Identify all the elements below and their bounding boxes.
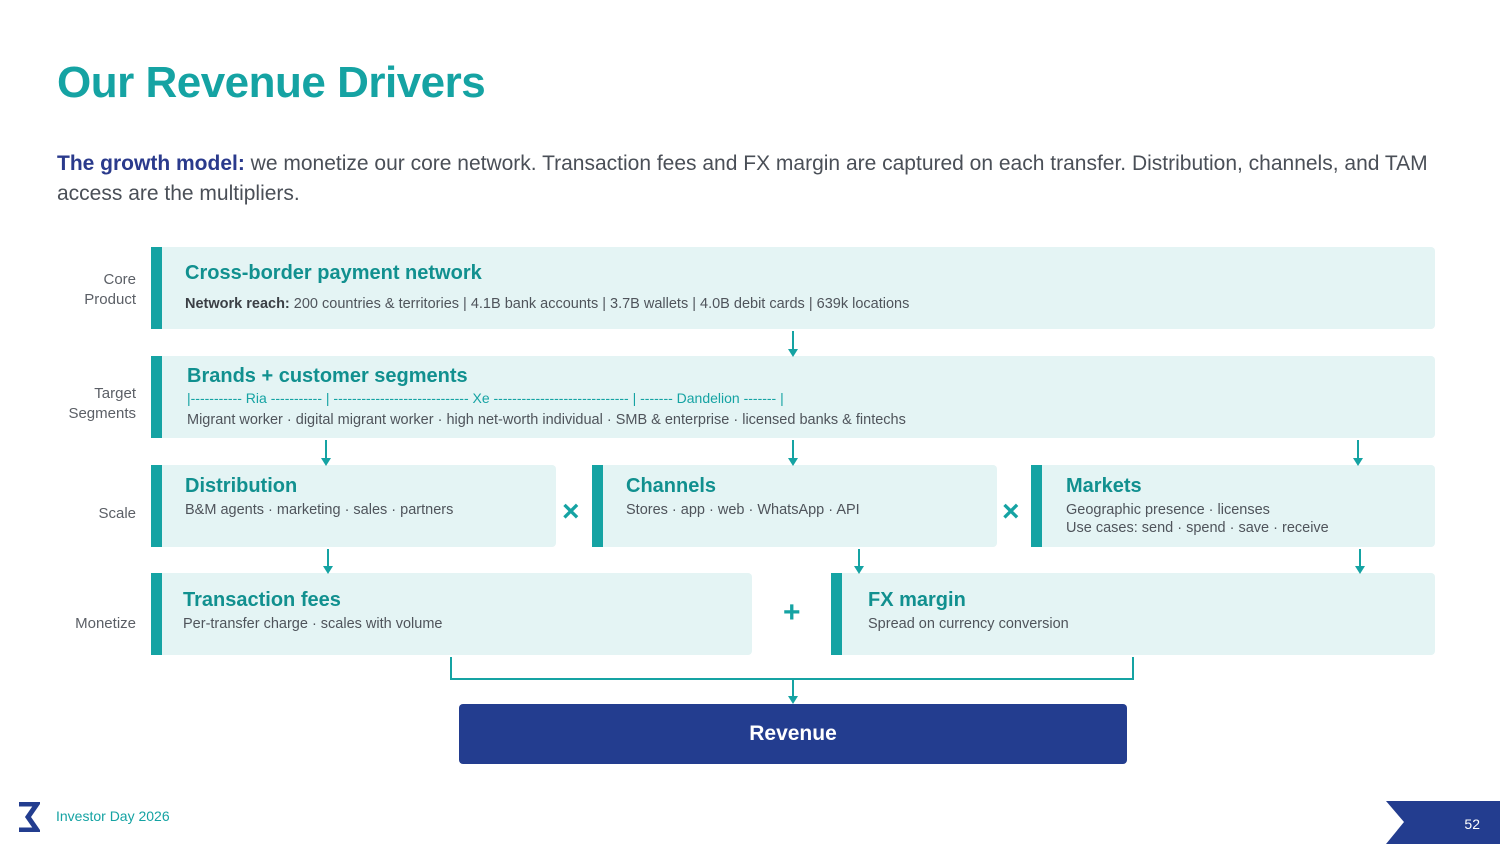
segments-line: Migrant worker · digital migrant worker … <box>187 412 906 428</box>
distribution-title: Distribution <box>185 475 298 497</box>
fees-text: Per-transfer charge · scales with volume <box>183 616 443 632</box>
channels-title: Channels <box>626 475 717 497</box>
distribution-accent-bar <box>151 465 162 547</box>
distribution-text: B&M agents · marketing · sales · partner… <box>185 502 454 518</box>
fx-accent-bar <box>831 573 842 655</box>
markets-text-2: Use cases: send · spend · save · receive <box>1066 520 1329 536</box>
subtitle-text: we monetize our core network. Transactio… <box>57 152 1428 205</box>
segments-accent-bar <box>151 356 162 438</box>
core-product-box <box>151 247 1435 329</box>
markets-box <box>1031 465 1435 547</box>
channels-text: Stores · app · web · WhatsApp · API <box>626 502 860 518</box>
network-reach: Network reach: 200 countries & territori… <box>185 296 910 312</box>
transaction-fees-box <box>151 573 752 655</box>
row-label-target: Target Segments <box>68 385 136 422</box>
core-title: Cross-border payment network <box>185 262 482 284</box>
core-accent-bar <box>151 247 162 329</box>
row-label-monetize: Monetize <box>75 615 136 632</box>
footer-event-label: Investor Day 2026 <box>56 808 170 824</box>
company-logo-icon <box>19 802 40 832</box>
fx-margin-box <box>831 573 1435 655</box>
subtitle-lead: The growth model: <box>57 152 245 175</box>
subtitle: The growth model: we monetize our core n… <box>57 149 1447 209</box>
page-number: 52 <box>1464 816 1480 832</box>
fees-accent-bar <box>151 573 162 655</box>
distribution-box <box>151 465 556 547</box>
markets-accent-bar <box>1031 465 1042 547</box>
row-label-core: Core Product <box>84 271 136 308</box>
markets-text-1: Geographic presence · licenses <box>1066 502 1270 518</box>
segments-title: Brands + customer segments <box>187 365 468 387</box>
page-title: Our Revenue Drivers <box>57 58 486 107</box>
page-number-tab <box>1386 801 1500 844</box>
plus-operator: + <box>783 596 801 629</box>
brands-line: |----------- Ria ----------- | ---------… <box>187 390 784 406</box>
fees-title: Transaction fees <box>183 589 341 611</box>
multiply-operator-2: × <box>1002 495 1020 528</box>
row-label-scale: Scale <box>98 505 136 522</box>
segments-box <box>151 356 1435 438</box>
fx-title: FX margin <box>868 589 966 611</box>
revenue-box: Revenue <box>459 704 1127 764</box>
channels-box <box>592 465 997 547</box>
markets-title: Markets <box>1066 475 1142 497</box>
multiply-operator-1: × <box>562 495 580 528</box>
channels-accent-bar <box>592 465 603 547</box>
fx-text: Spread on currency conversion <box>868 616 1069 632</box>
